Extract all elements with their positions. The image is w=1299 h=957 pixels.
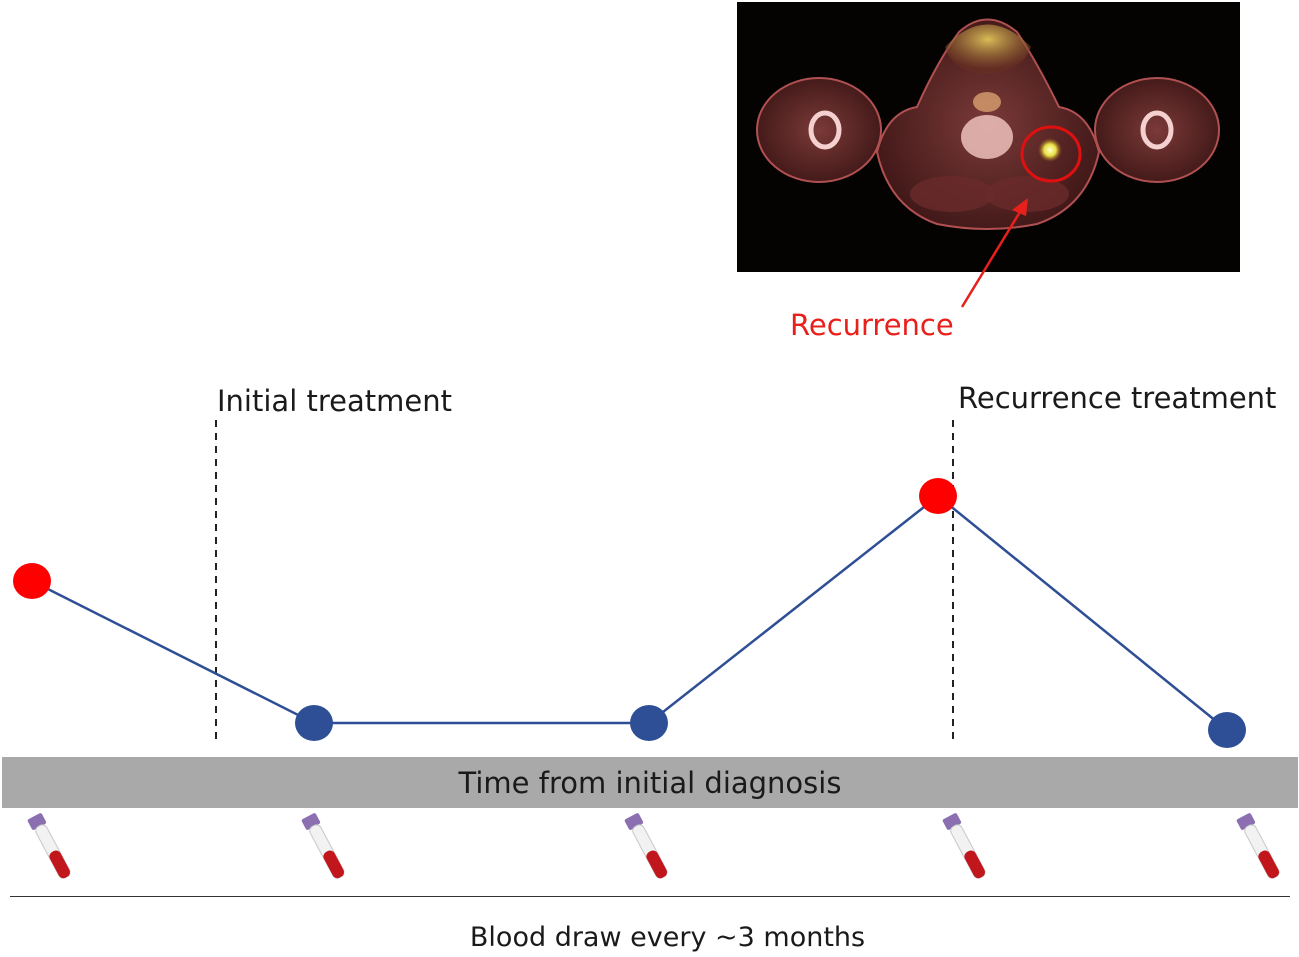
pet-ct-scan-image [737, 2, 1240, 272]
data-point-low [295, 705, 333, 741]
time-axis-label: Time from initial diagnosis [458, 765, 842, 800]
recurrence-arrowhead [1012, 198, 1028, 216]
blood-tube-icon [27, 813, 71, 879]
blood-tube-icon [942, 813, 986, 879]
data-point-low [1208, 712, 1246, 748]
blood-tube-icon [1236, 813, 1280, 879]
recurrence-annotation: Recurrence [790, 308, 954, 342]
pet-ct-scan-graphic [737, 2, 1240, 272]
data-point-high [13, 563, 51, 599]
blood-tube-icon [301, 813, 345, 879]
data-point-low [630, 705, 668, 741]
recurrence-treatment-label: Recurrence treatment [958, 381, 1277, 415]
initial-treatment-label: Initial treatment [217, 384, 452, 418]
blood-tube-icon [624, 813, 668, 879]
data-points [13, 478, 1246, 748]
baseline-rule [10, 896, 1290, 897]
data-point-high [919, 478, 957, 514]
recurrence-arrow [960, 206, 1025, 308]
blood-draw-caption: Blood draw every ~3 months [469, 922, 866, 953]
time-axis-bar: Time from initial diagnosis [2, 757, 1298, 808]
